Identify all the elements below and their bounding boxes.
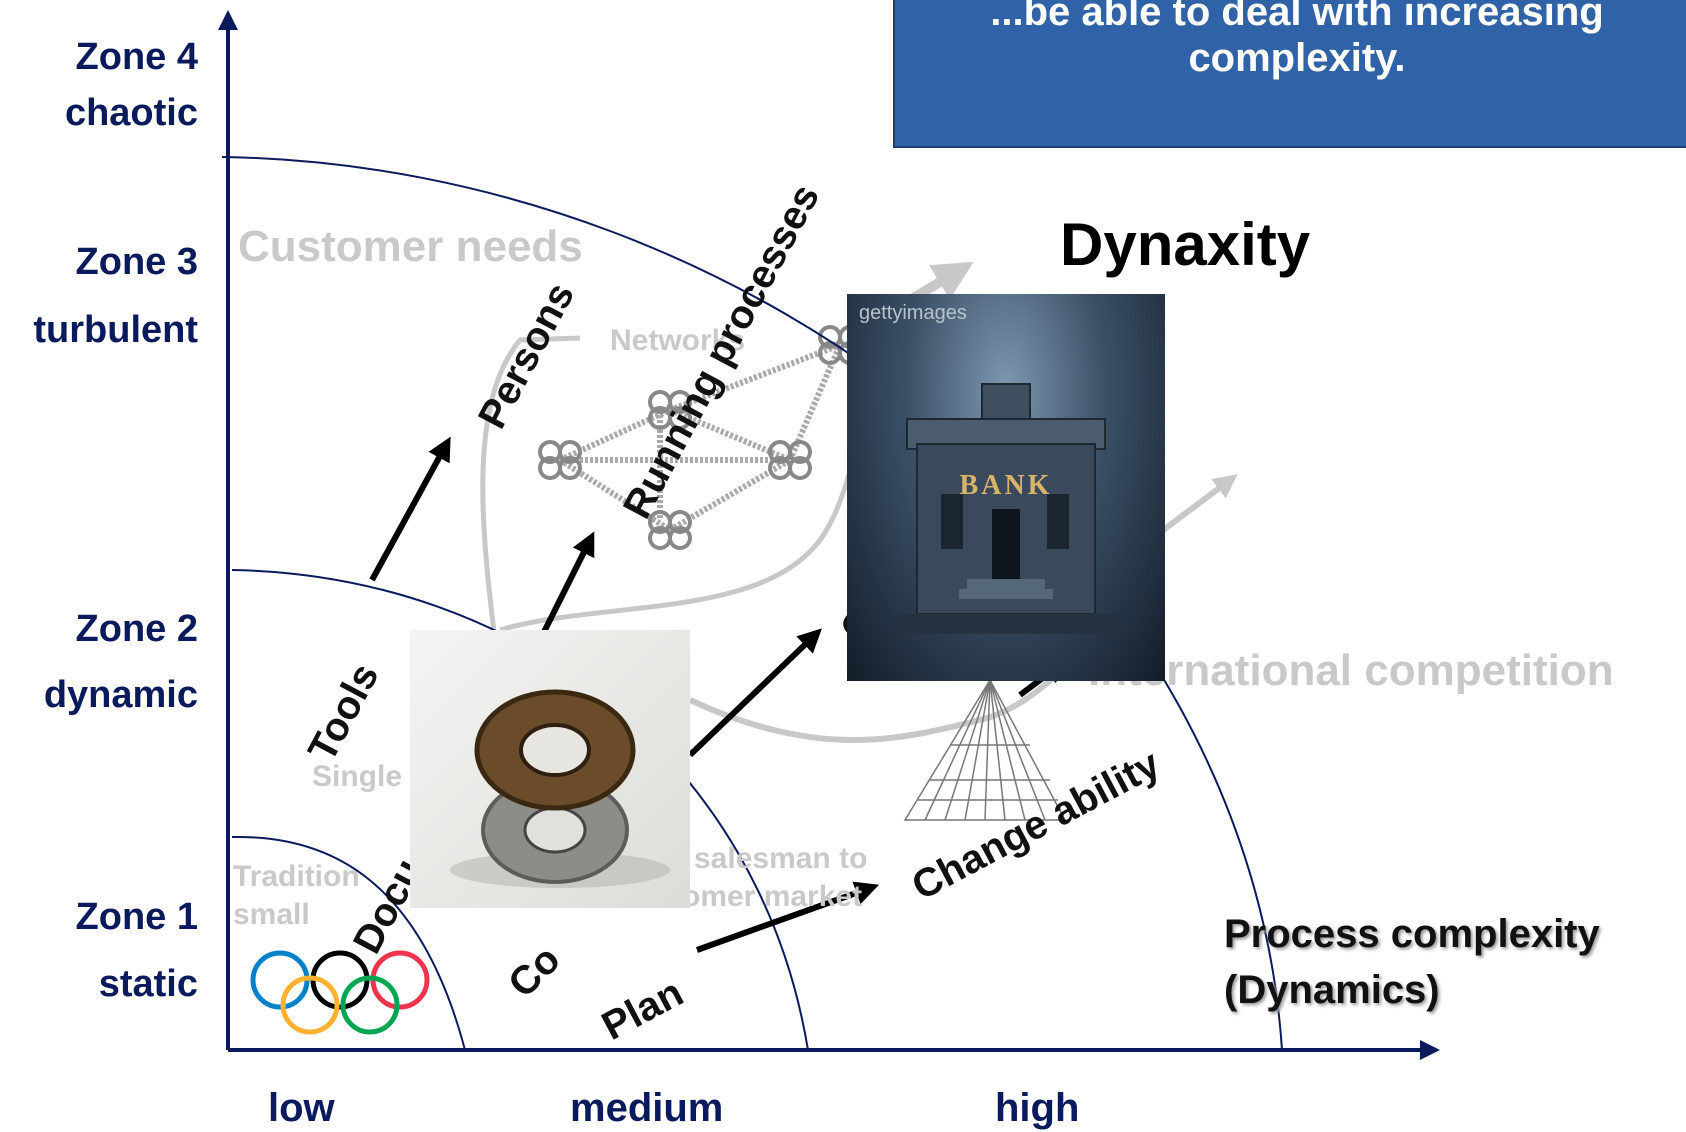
- x-level-low: low: [268, 1086, 335, 1130]
- zone-1-state: static: [98, 963, 198, 1005]
- bank-photo: gettyimages BANK: [847, 294, 1165, 681]
- label-networks: Networks: [610, 324, 746, 357]
- x-level-medium: medium: [570, 1086, 724, 1130]
- zone-3-label: Zone 3: [75, 241, 198, 283]
- banner-line-2: complexity.: [1188, 36, 1406, 80]
- network-node: [648, 510, 692, 550]
- zone-4-label: Zone 4: [75, 36, 198, 78]
- label-customer-needs: Customer needs: [238, 222, 583, 271]
- image-watermark: gettyimages: [859, 302, 967, 324]
- label-international-competition: International competition: [1088, 646, 1614, 695]
- banner-line-1: ...be able to deal with increasing: [990, 0, 1604, 34]
- zone-2-label: Zone 2: [75, 608, 198, 650]
- network-graph: [538, 325, 862, 550]
- x-level-high: high: [995, 1086, 1080, 1130]
- bank-building-icon: [897, 383, 1117, 634]
- zone-1-label: Zone 1: [75, 896, 198, 938]
- network-node: [648, 390, 692, 430]
- zone-3-state: turbulent: [33, 309, 198, 351]
- axes: [218, 10, 1440, 1060]
- label-traditional: Tradition: [233, 860, 360, 893]
- bank-sign: BANK: [959, 470, 1053, 501]
- network-node: [538, 440, 582, 480]
- x-axis-title-line-2: (Dynamics): [1224, 968, 1440, 1012]
- x-axis-title-line-1: Process complexity: [1224, 912, 1600, 956]
- dynaxity-heading: Dynaxity: [1060, 211, 1311, 278]
- gear-icon: [450, 689, 670, 888]
- headline-banner: ...be able to deal with increasing compl…: [893, 0, 1686, 148]
- label-salesman: salesman to: [694, 842, 868, 875]
- wireframe-funnel: [903, 678, 1067, 821]
- label-customer-market: omer market: [682, 880, 863, 913]
- label-small: small: [233, 898, 310, 931]
- x-axis-title: Process complexity (Dynamics): [1224, 906, 1600, 1018]
- zone-4-state: chaotic: [64, 92, 198, 134]
- zone-2-state: dynamic: [43, 674, 198, 716]
- label-single: Single: [312, 760, 403, 793]
- olympic-rings-logo: [250, 950, 430, 1035]
- gear-photo: [410, 630, 690, 908]
- network-node: [768, 440, 812, 480]
